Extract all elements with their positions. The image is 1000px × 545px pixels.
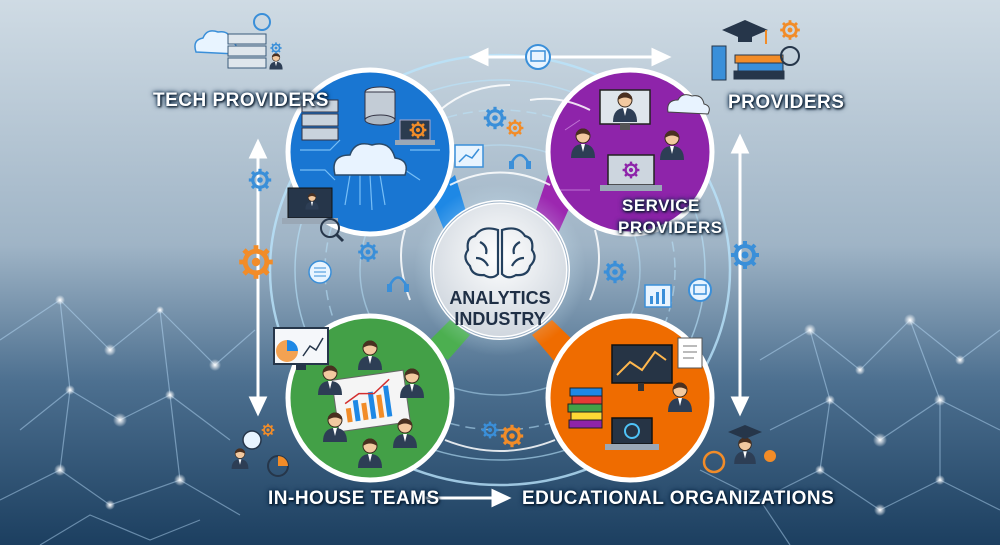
orbit-rings — [268, 53, 732, 487]
server-icon — [301, 99, 339, 141]
cloud-icon — [333, 143, 407, 176]
service-providers-circle — [545, 67, 715, 237]
gear-icon — [480, 420, 500, 440]
providers-label: PROVIDERS — [728, 92, 845, 113]
gear-icon — [239, 245, 273, 279]
educational-organizations-circle — [545, 313, 715, 483]
gear-icon — [729, 239, 761, 271]
in-house-icon-cluster — [231, 422, 289, 477]
gear-icon — [621, 160, 641, 180]
laptop-icon — [600, 154, 662, 191]
monitor-icon — [525, 44, 551, 70]
education-icon-cluster — [702, 425, 776, 474]
center-title-line2: INDUSTRY — [454, 309, 546, 329]
chart-icon — [273, 327, 329, 370]
books-icon — [711, 45, 785, 81]
headset-icon — [387, 276, 409, 292]
cycle-arrows — [400, 84, 600, 452]
laptop-icon — [395, 119, 435, 145]
chart-icon — [454, 144, 484, 168]
gear-icon — [778, 18, 802, 42]
database-icon — [308, 260, 332, 284]
cloud-icon — [667, 94, 710, 115]
headset-icon — [509, 153, 531, 169]
gear-icon — [505, 118, 525, 138]
chart-icon — [331, 369, 411, 433]
gear-icon — [356, 240, 380, 264]
chart-icon — [611, 344, 673, 391]
gear-icon — [602, 259, 628, 285]
educational-organizations-label: EDUCATIONAL ORGANIZATIONS — [522, 488, 835, 509]
books-icon — [567, 387, 603, 429]
gear-icon — [482, 105, 508, 131]
tech-icon-cluster — [194, 13, 283, 70]
gear-icon — [499, 423, 525, 449]
gear-icon — [408, 120, 428, 140]
headset-icon — [780, 46, 800, 66]
laptop-icon — [282, 187, 345, 243]
in-house-teams-label: IN-HOUSE TEAMS — [268, 488, 440, 509]
laptop-icon — [605, 417, 659, 450]
analytics-industry-hub — [414, 184, 586, 356]
background-dots — [54, 295, 965, 516]
brain-icon — [464, 227, 536, 279]
service-providers-label-line2: PROVIDERS — [618, 218, 723, 237]
graduation-cap-icon — [722, 20, 768, 44]
monitor-icon — [688, 278, 712, 302]
gear-icon — [247, 167, 273, 193]
chart-icon — [644, 284, 672, 308]
service-providers-label-line1: SERVICE — [622, 196, 700, 215]
center-title-line1: ANALYTICS — [449, 288, 551, 308]
database-icon — [364, 86, 396, 126]
document-icon — [677, 337, 703, 369]
center-title: ANALYTICS INDUSTRY — [440, 288, 560, 330]
tech-providers-label: TECH PROVIDERS — [153, 90, 329, 111]
